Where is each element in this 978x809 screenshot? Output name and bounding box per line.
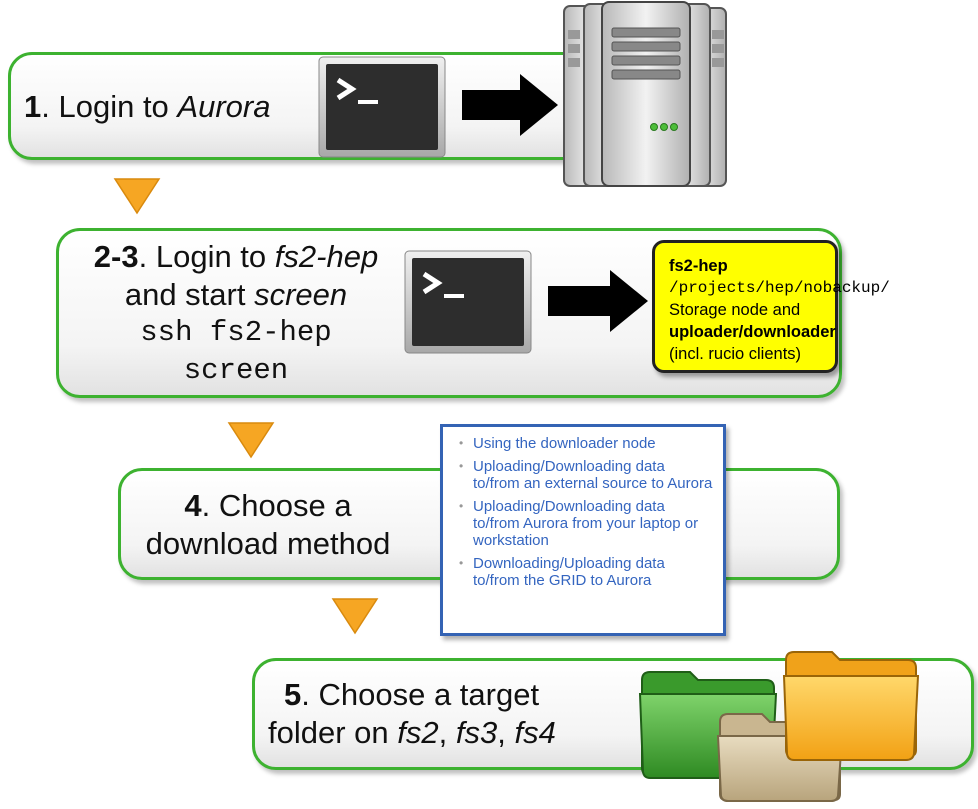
callout-path: /projects/hep/nobackup/ bbox=[669, 279, 890, 297]
callout-desc: Storage node and bbox=[669, 301, 801, 319]
callout-title: fs2-hep bbox=[669, 257, 728, 275]
down-triangle-icon bbox=[331, 598, 379, 635]
terminal-icon bbox=[318, 56, 446, 158]
command-line-1: ssh fs2-hep bbox=[140, 316, 332, 349]
right-arrow-icon bbox=[462, 74, 558, 136]
terminal-icon bbox=[404, 250, 532, 354]
callout-role: uploader/downloader bbox=[669, 323, 836, 341]
step-1-label: 1. Login to Aurora bbox=[24, 89, 271, 124]
doc-link[interactable]: Uploading/Downloading data to/from Auror… bbox=[459, 498, 713, 549]
filesystem-name: fs3 bbox=[455, 715, 498, 750]
step-number: 1 bbox=[24, 89, 42, 124]
command-line-2: screen bbox=[183, 354, 289, 387]
download-methods-list: Using the downloader node Uploading/Down… bbox=[459, 435, 713, 595]
server-rack-icon bbox=[563, 1, 727, 187]
filesystem-name: fs4 bbox=[514, 715, 556, 750]
doc-link[interactable]: Uploading/Downloading data to/from an ex… bbox=[459, 458, 713, 492]
step-5-label: 5. Choose a target folder on fs2, fs3, f… bbox=[268, 677, 556, 750]
doc-link[interactable]: Using the downloader node bbox=[459, 435, 713, 452]
callout-note: (incl. rucio clients) bbox=[669, 345, 802, 363]
tool-name: screen bbox=[254, 277, 348, 312]
step-number: 5 bbox=[284, 677, 302, 712]
step-number: 2-3 bbox=[93, 239, 139, 274]
host-name: Aurora bbox=[177, 89, 271, 124]
step-number: 4 bbox=[184, 488, 202, 523]
down-triangle-icon bbox=[227, 422, 275, 459]
filesystem-name: fs2 bbox=[397, 715, 439, 750]
right-arrow-icon bbox=[548, 270, 648, 332]
host-name: fs2-hep bbox=[274, 239, 379, 274]
doc-link[interactable]: Downloading/Uploading data to/from the G… bbox=[459, 555, 713, 589]
download-methods-panel: Using the downloader node Uploading/Down… bbox=[440, 424, 726, 636]
folder-stack-icon bbox=[638, 651, 920, 802]
down-triangle-icon bbox=[113, 178, 161, 215]
step-4-label: 4. Choose a download method bbox=[145, 488, 391, 561]
step-2-3-label: 2-3. Login to fs2-hep and start screen bbox=[93, 239, 379, 312]
fs2-hep-callout: fs2-hep /projects/hep/nobackup/ Storage … bbox=[652, 240, 890, 373]
